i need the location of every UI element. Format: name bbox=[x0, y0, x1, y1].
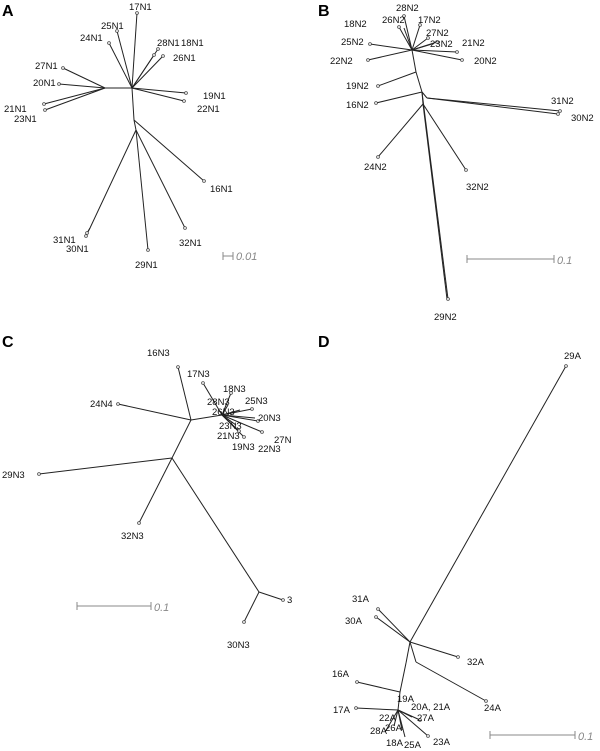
tip-label: 24A bbox=[484, 703, 502, 714]
tip-label: 16N2 bbox=[346, 100, 369, 111]
tip-label: 29N3 bbox=[2, 470, 25, 481]
tip-label: 29A bbox=[564, 351, 582, 362]
panel-d-leaf-markers bbox=[354, 364, 568, 738]
tip-label: 16A bbox=[332, 669, 350, 680]
tip-label: 27N bbox=[274, 435, 292, 446]
tip-label: 22N1 bbox=[197, 104, 220, 115]
panel-c: C bbox=[2, 334, 292, 651]
scale-bar-label: 0.1 bbox=[154, 602, 169, 614]
tip-label: 26N1 bbox=[173, 53, 196, 64]
panel-a-branches bbox=[43, 12, 205, 251]
tip-label: 32A bbox=[467, 657, 485, 668]
tip-label: 22N3 bbox=[258, 444, 281, 455]
tip-label: 26N2 bbox=[382, 15, 405, 26]
panel-a-scale-bar: 0.01 bbox=[222, 251, 257, 263]
panel-b-letter: B bbox=[318, 3, 330, 20]
tip-label: 17A bbox=[333, 705, 351, 716]
tip-label: 30N3 bbox=[227, 640, 250, 651]
tip-label: 32N1 bbox=[179, 238, 202, 249]
tip-label: 20N1 bbox=[33, 78, 56, 89]
panel-d-letter: D bbox=[318, 334, 330, 351]
panel-a: A bbox=[2, 2, 257, 271]
panel-d: D bbox=[318, 334, 593, 751]
panel-b-tip-labels: 28N2 18N2 26N2 17N2 27N2 25N2 23N2 21N2 … bbox=[330, 3, 594, 323]
tip-label: 16N1 bbox=[210, 184, 233, 195]
tip-label: 20A, 21A bbox=[411, 702, 451, 713]
tip-label: 27A bbox=[417, 713, 435, 724]
scale-bar-label: 0.1 bbox=[578, 731, 593, 743]
tip-label: 32N2 bbox=[466, 182, 489, 193]
tip-label: 28A bbox=[370, 726, 388, 737]
tip-label: 21N3 bbox=[217, 431, 240, 442]
tip-label: 30N2 bbox=[571, 113, 594, 124]
panel-b-scale-bar: 0.1 bbox=[466, 255, 572, 267]
panel-a-tip-labels: 17N1 25N1 24N1 28N1 18N1 26N1 27N1 20N1 … bbox=[4, 2, 233, 271]
tip-label: 24N1 bbox=[80, 33, 103, 44]
tip-label: 29N1 bbox=[135, 260, 158, 271]
tip-label: 22N2 bbox=[330, 56, 353, 67]
tip-label: 19N1 bbox=[203, 91, 226, 102]
tip-label: 17N2 bbox=[418, 15, 441, 26]
scale-bar-label: 0.1 bbox=[557, 255, 572, 267]
tip-label: 31N2 bbox=[551, 96, 574, 107]
panel-d-scale-bar: 0.1 bbox=[489, 731, 593, 743]
panel-b-leaf-markers bbox=[366, 14, 562, 301]
tip-label: 17N1 bbox=[129, 2, 152, 13]
tip-label: 26N3 bbox=[212, 407, 235, 418]
panel-c-letter: C bbox=[2, 334, 14, 351]
tip-label: 18N1 bbox=[181, 38, 204, 49]
tip-label: 31N1 bbox=[53, 235, 76, 246]
tip-label: 20N3 bbox=[258, 413, 281, 424]
tip-label: 23N3 bbox=[219, 421, 242, 432]
tip-label: 25A bbox=[404, 740, 422, 751]
panel-d-branches bbox=[355, 365, 567, 738]
tip-label: 24N4 bbox=[90, 399, 113, 410]
tip-label: 23N2 bbox=[430, 39, 453, 50]
tip-label: 31A bbox=[352, 594, 370, 605]
tip-label: 23N1 bbox=[14, 114, 37, 125]
tip-label: 25N1 bbox=[101, 21, 124, 32]
tip-label: 19A bbox=[397, 694, 415, 705]
tip-label: 19N2 bbox=[346, 81, 369, 92]
panel-c-leaf-markers bbox=[37, 365, 285, 624]
tip-label: 3 bbox=[287, 595, 292, 606]
panel-a-leaf-markers bbox=[42, 11, 206, 252]
panel-b-branches bbox=[367, 15, 561, 300]
tip-label: 21N1 bbox=[4, 104, 27, 115]
panel-c-scale-bar: 0.1 bbox=[76, 602, 169, 614]
panel-b: B bbox=[318, 3, 594, 323]
tip-label: 16N3 bbox=[147, 348, 170, 359]
panel-c-tip-labels: 16N3 17N3 18N3 24N4 28N3 25N3 26N3 20N3 … bbox=[2, 348, 292, 651]
scale-bar-label: 0.01 bbox=[236, 251, 257, 263]
panel-c-branches bbox=[38, 366, 284, 623]
tip-label: 27N1 bbox=[35, 61, 58, 72]
tip-label: 17N3 bbox=[187, 369, 210, 380]
tip-label: 18N2 bbox=[344, 19, 367, 30]
tip-label: 23A bbox=[433, 737, 451, 748]
tip-label: 22A bbox=[379, 713, 397, 724]
tip-label: 30A bbox=[345, 616, 363, 627]
tip-label: 21N2 bbox=[462, 38, 485, 49]
tip-label: 30N1 bbox=[66, 244, 89, 255]
tip-label: 28N1 bbox=[157, 38, 180, 49]
tip-label: 28N2 bbox=[396, 3, 419, 14]
tip-label: 24N2 bbox=[364, 162, 387, 173]
tip-label: 32N3 bbox=[121, 531, 144, 542]
tip-label: 18A bbox=[386, 738, 404, 749]
tip-label: 29N2 bbox=[434, 312, 457, 323]
tip-label: 19N3 bbox=[232, 442, 255, 453]
tip-label: 25N2 bbox=[341, 37, 364, 48]
tip-label: 28N3 bbox=[207, 397, 230, 408]
tip-label: 18N3 bbox=[223, 384, 246, 395]
tip-label: 25N3 bbox=[245, 396, 268, 407]
tip-label: 27N2 bbox=[426, 28, 449, 39]
tip-label: 26A bbox=[385, 723, 403, 734]
tip-label: 20N2 bbox=[474, 56, 497, 67]
panel-d-tip-labels: 29A 31A 30A 32A 16A 19A 20A, 21A 24A 17A… bbox=[332, 351, 582, 751]
panel-a-letter: A bbox=[2, 3, 14, 20]
